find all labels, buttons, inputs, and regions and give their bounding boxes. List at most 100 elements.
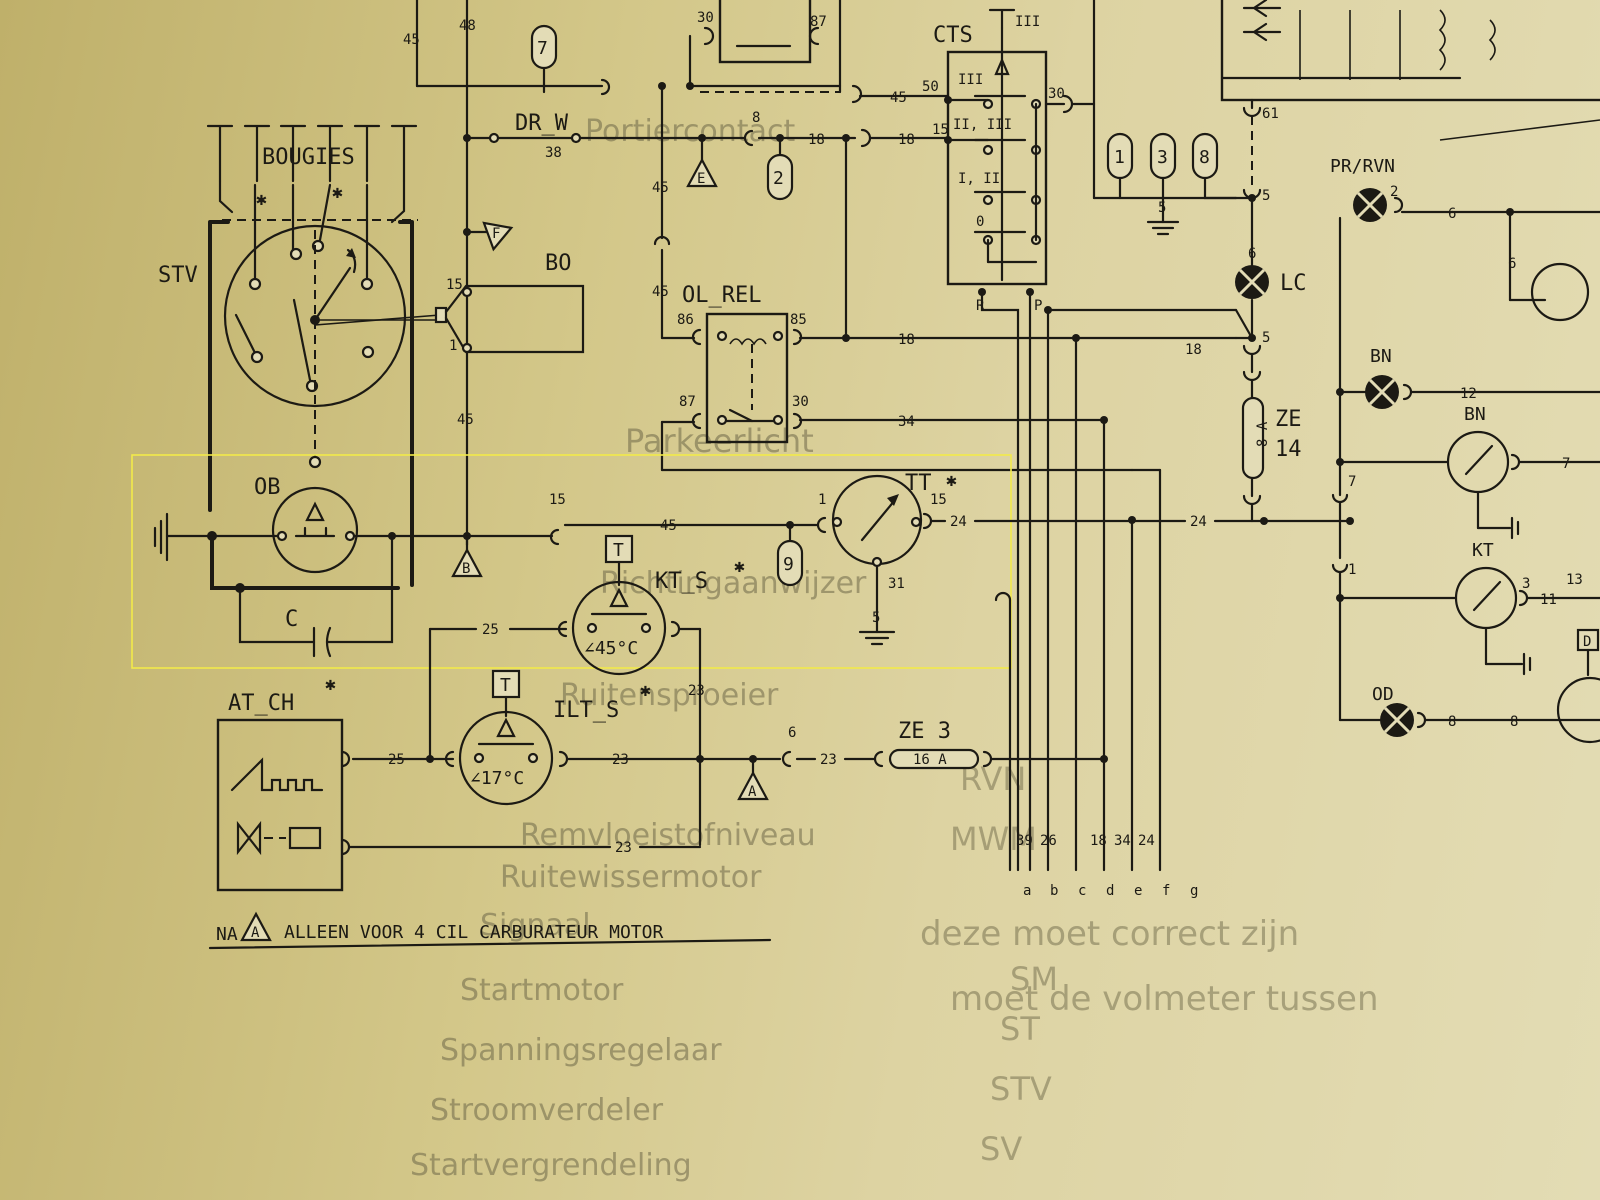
wire-label: 1	[449, 338, 457, 354]
tt-needle-head	[887, 494, 899, 506]
wire-label: 48	[459, 18, 476, 34]
relay-terminal	[808, 26, 820, 46]
wire-label: 23	[615, 840, 632, 856]
wire-label: 18	[1185, 342, 1202, 358]
marker-label: 3	[1157, 147, 1168, 168]
wire-label: 31	[888, 576, 905, 592]
ol-rel-coil	[729, 338, 767, 346]
cts-body	[946, 50, 1048, 286]
kt-s-temp: ∠45°C	[584, 638, 638, 659]
cts-position: R	[976, 298, 985, 314]
spark-plug-t	[243, 124, 271, 183]
asterisk-mark: ✱	[946, 470, 957, 491]
cts-position: P	[1034, 298, 1042, 314]
t-box-label: T	[613, 540, 624, 561]
connector	[743, 129, 754, 147]
junction-dot	[686, 82, 694, 90]
connector	[600, 78, 611, 96]
bus-letter: b	[1050, 883, 1058, 899]
ob-label: OB	[254, 475, 281, 500]
wire-label: 45	[457, 412, 474, 428]
kt-gauge-needle	[1472, 580, 1502, 612]
wire-label: 30	[697, 10, 714, 26]
plug-lead	[390, 179, 406, 224]
ze3-rating: 16 A	[913, 752, 947, 768]
bo-label: BO	[545, 251, 572, 276]
distributor-leads	[234, 183, 375, 393]
bus-letter: e	[1134, 883, 1142, 899]
wire-label: 5	[872, 610, 880, 626]
bn-lamp-label: BN	[1370, 346, 1392, 367]
od-lamp-label: OD	[1372, 684, 1394, 705]
wire-label: 87	[810, 14, 827, 30]
marker-7	[530, 24, 558, 70]
bus-terminal: 26	[1040, 833, 1057, 849]
tt-label: TT	[905, 471, 932, 496]
wire-label: 50	[922, 79, 939, 95]
bleed-text: Startvergrendeling	[410, 1148, 692, 1183]
wire-label: 25	[388, 752, 405, 768]
cts-contacts	[973, 57, 1042, 246]
alternator-winding	[1488, 19, 1496, 61]
bleed-text: Spanningsregelaar	[440, 1033, 722, 1068]
ze3-label: ZE 3	[898, 719, 951, 744]
connector	[1062, 94, 1074, 114]
t-box-label: T	[500, 675, 511, 696]
bus-letter: d	[1106, 883, 1114, 899]
wire-label: 6	[788, 725, 796, 741]
connector	[1242, 106, 1262, 118]
cts-position: II, III	[953, 117, 1012, 133]
bo-terminal-1	[461, 342, 473, 354]
wire-label: 18	[898, 132, 915, 148]
bleed-text: Richtingaanwijzer	[600, 566, 867, 601]
wire-label: 7	[1348, 474, 1356, 490]
spark-plug-t	[279, 124, 307, 183]
wire-label: 45	[890, 90, 907, 106]
ol-rel-body	[705, 312, 789, 444]
bleed-text: SM	[1010, 960, 1058, 998]
wire-label: 45	[403, 32, 420, 48]
chassis-ground-symbol	[153, 512, 169, 562]
at-ch-body	[216, 718, 344, 892]
wire-label: 7	[1562, 456, 1570, 472]
junction-dot	[1346, 517, 1354, 525]
junction-dot	[842, 334, 850, 342]
wire-label: 34	[898, 414, 915, 430]
at-ch-label: AT_CH	[228, 691, 294, 716]
wire-label: 8	[752, 110, 760, 126]
ol-rel-label: OL_REL	[682, 283, 761, 308]
at-ch-valve	[236, 820, 262, 856]
wire-label: 24	[950, 514, 967, 530]
bo-terminal-15	[461, 286, 473, 298]
ob-terminal	[308, 455, 322, 469]
wire-label: 8	[1510, 714, 1518, 730]
dr-w-label: DR_W	[515, 111, 569, 136]
wire-label: 45	[652, 284, 669, 300]
ilt-s-sensor	[458, 710, 554, 806]
asterisk-mark: ✱	[734, 556, 745, 577]
connector	[653, 235, 671, 246]
marker-label: 7	[537, 38, 548, 59]
asterisk-mark: ✱	[640, 680, 651, 701]
stv-rail-left	[208, 220, 230, 512]
ground-symbol	[858, 630, 896, 646]
kt-s-sensor	[571, 580, 667, 676]
connector	[1242, 494, 1262, 506]
diode-pair	[1242, 0, 1282, 42]
wire-label: 45	[652, 180, 669, 196]
wire-label: 15	[932, 122, 949, 138]
cts-position: III	[1015, 14, 1040, 30]
wire-label: 8	[1448, 714, 1456, 730]
asterisk-mark: ✱	[325, 674, 336, 695]
partial-sensor	[1556, 676, 1600, 744]
ze14-number: 14	[1275, 437, 1302, 462]
ze3-fuse	[888, 748, 980, 770]
ob-cam	[305, 501, 325, 522]
dr-w-terminal	[570, 132, 582, 144]
stv-rail-right	[398, 220, 414, 587]
at-ch-timer	[230, 757, 324, 792]
wire-label: 86	[677, 312, 694, 328]
partial-gauge	[1530, 262, 1590, 322]
bleed-text: Portiercontact	[585, 114, 795, 149]
bleed-text: Startmotor	[460, 973, 624, 1008]
